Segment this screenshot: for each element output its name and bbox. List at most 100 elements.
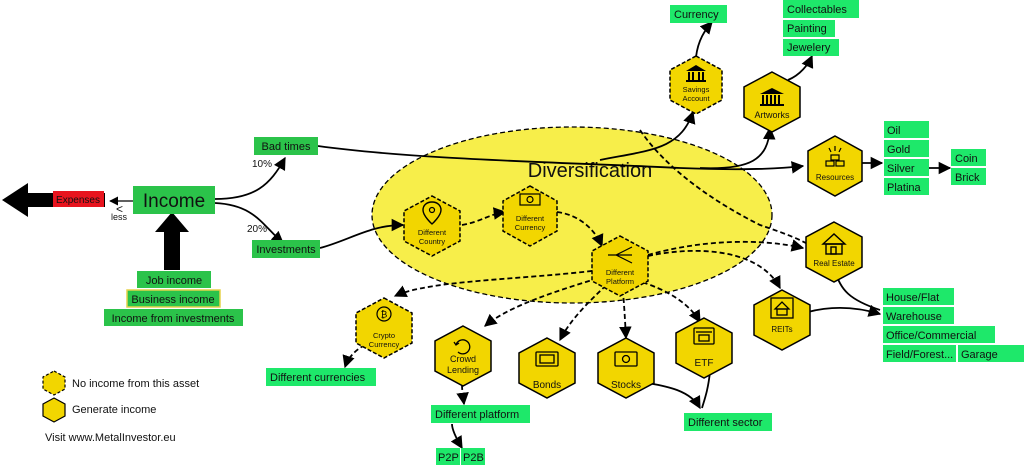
different-currencies-box <box>266 368 376 386</box>
office-label: Office/Commercial <box>886 330 976 342</box>
oil-box <box>884 121 929 138</box>
savings-label-1: Savings <box>683 85 710 94</box>
coin-label: Coin <box>955 153 978 165</box>
coin-box <box>951 149 986 166</box>
house-frame-icon <box>770 297 794 319</box>
silver-label: Silver <box>887 163 915 175</box>
warehouse-box <box>883 307 954 324</box>
stocks-label: Stocks <box>611 380 641 391</box>
business-income-box <box>126 289 221 308</box>
gold-box <box>884 140 929 157</box>
legend-dashed-hex <box>42 370 66 396</box>
artworks-node: Artworks <box>743 71 801 133</box>
crypto-currency-node: ₿ Crypto Currency <box>355 297 413 359</box>
gold-bars-icon <box>825 146 845 167</box>
currency-label: Currency <box>674 9 719 21</box>
edge-badtimes-resources <box>317 145 805 174</box>
edge-badtimes-artworks <box>699 126 776 170</box>
edge-platform-etf <box>634 279 701 324</box>
reits-label: REITs <box>771 325 792 334</box>
etf-document-icon <box>693 327 715 345</box>
edge-stocks-sector <box>647 382 701 410</box>
edge-artworks-jewelery <box>787 54 814 81</box>
expenses-label: Expenses <box>56 195 100 206</box>
diversification-zone <box>371 126 773 304</box>
different-sector-box <box>684 413 772 431</box>
less-label: less <box>111 212 128 222</box>
income-up-arrow <box>155 212 189 270</box>
less-symbol: < <box>116 202 123 216</box>
footer-link[interactable]: Visit www.MetalInvestor.eu <box>45 432 176 444</box>
country-label-1: Different <box>418 228 447 237</box>
investments-pct: 20% <box>247 224 267 235</box>
crowd-label-2: Lending <box>447 365 479 375</box>
house-icon <box>821 233 847 255</box>
business-income-label: Business income <box>131 294 214 306</box>
edge-etf-sector <box>701 371 711 409</box>
bonds-label: Bonds <box>533 380 561 391</box>
edge-savings-currency <box>695 21 713 58</box>
different-currencies-label: Different currencies <box>270 372 366 384</box>
artworks-label: Artworks <box>754 110 790 120</box>
investments-box <box>252 240 320 258</box>
investments-label: Investments <box>256 244 316 256</box>
jewelery-box <box>783 39 839 56</box>
currency-box <box>670 5 727 23</box>
job-income-label: Job income <box>146 275 202 287</box>
crowd-label-1: Crowd <box>450 354 476 364</box>
bonds-node: Bonds <box>518 337 576 399</box>
p2p-label: P2P <box>438 452 459 464</box>
edge-crowd-platform <box>456 384 469 406</box>
real-estate-node: Real Estate <box>805 221 863 283</box>
edge-country-currency <box>461 207 507 226</box>
painting-box <box>783 20 835 37</box>
real-estate-label: Real Estate <box>813 259 855 268</box>
gold-label: Gold <box>887 144 910 156</box>
collectables-box <box>783 0 859 18</box>
edge-badtimes-realestate <box>639 129 809 245</box>
legend: No income from this asset Generate incom… <box>42 370 199 423</box>
edge-platform-reits <box>647 249 781 290</box>
house-label: House/Flat <box>886 292 939 304</box>
etf-label: ETF <box>695 358 714 369</box>
svg-text:₿: ₿ <box>381 310 388 321</box>
garage-label: Garage <box>961 349 998 361</box>
edge-investments-country <box>319 218 405 249</box>
savings-account-node: Savings Account <box>669 55 723 115</box>
platform-label-1: Different <box>606 268 635 277</box>
income-investments-box <box>104 309 243 326</box>
legend-no-income-label: No income from this asset <box>72 378 199 390</box>
platina-box <box>884 178 929 195</box>
currency-hex-label-1: Different <box>516 214 545 223</box>
different-platform-label: Different platform <box>435 409 519 421</box>
edge-platform-p2p <box>450 423 463 450</box>
edge-reits-property <box>807 304 882 317</box>
split-arrows-icon <box>608 246 633 264</box>
p2p-box <box>436 448 460 465</box>
field-box <box>883 345 956 362</box>
different-platform-node: Different Platform <box>591 235 649 297</box>
brick-box <box>951 168 986 185</box>
crypto-label-1: Crypto <box>373 331 395 340</box>
income-investments-label: Income from investments <box>112 313 235 325</box>
edge-platform-realestate <box>647 239 805 256</box>
house-box <box>883 288 954 305</box>
bad-times-label: Bad times <box>262 141 311 153</box>
platina-label: Platina <box>887 182 922 194</box>
different-country-node: Different Country <box>403 195 461 257</box>
banknote-icon <box>519 193 541 206</box>
edge-income-investments <box>214 202 284 244</box>
bad-times-pct: 10% <box>252 159 272 170</box>
painting-label: Painting <box>787 23 827 35</box>
different-platform-box <box>431 405 530 423</box>
edge-crypto-currencies <box>342 344 366 369</box>
brick-label: Brick <box>955 172 980 184</box>
country-label-2: Country <box>419 237 446 246</box>
silver-box <box>884 159 929 176</box>
different-currency-node: Different Currency <box>502 185 558 247</box>
crowd-lending-node: Crowd Lending <box>434 325 492 387</box>
p2b-box <box>461 448 485 465</box>
p2b-label: P2B <box>463 452 484 464</box>
bank-icon <box>686 65 706 82</box>
